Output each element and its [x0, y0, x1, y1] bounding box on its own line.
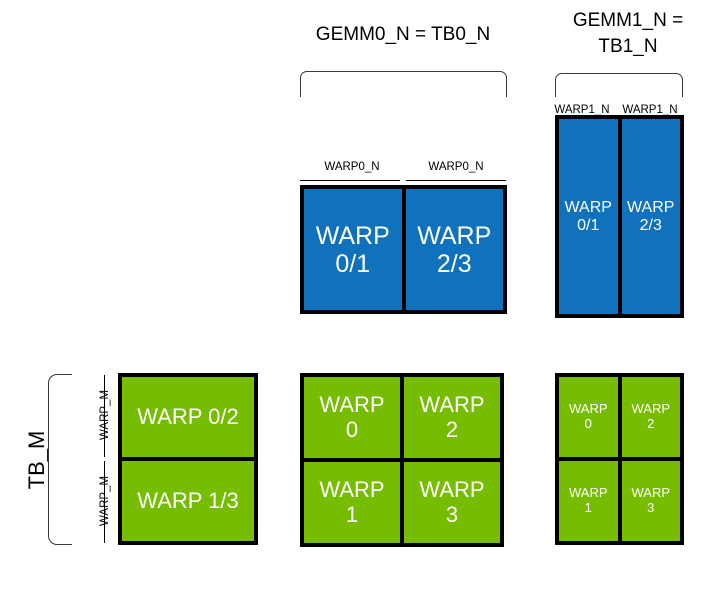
gemm1-column-label-0: WARP1_N [554, 104, 610, 116]
gemm0-accumulator-block[interactable]: WARP 0/1 WARP 2/3 [300, 185, 507, 314]
gemm1-heading: GEMM1_N = TB1_N [572, 10, 684, 57]
threadblock-m-operand-block[interactable]: WARP 0/2 WARP 1/3 [118, 373, 258, 545]
gemm1-warp-grid[interactable]: WARP 0 WARP 2 WARP 1 WARP 3 [555, 373, 684, 545]
warp-m-label-0: WARP_M [99, 389, 111, 441]
gemm1-accumulator-block[interactable]: WARP 0/1 WARP 2/3 [555, 115, 684, 318]
gemm1-warp-cell-0[interactable]: WARP 0 [559, 377, 618, 457]
tb-m-span-bracket [48, 374, 72, 545]
gemm0-column-tick-0 [300, 180, 400, 181]
threadblock-m-cell-0[interactable]: WARP 0/2 [122, 377, 254, 457]
gemm0-span-bracket [300, 71, 507, 97]
gemm0-warp-cell-3[interactable]: WARP 3 [404, 462, 500, 543]
gemm0-column-label-1: WARP0_N [428, 161, 484, 173]
gemm0-warp-cell-0[interactable]: WARP 0 [304, 377, 400, 458]
gemm1-warp-cell-1[interactable]: WARP 1 [559, 461, 618, 541]
tb-m-label: TB_M [24, 430, 49, 490]
gemm0-warp-cell-2[interactable]: WARP 2 [404, 377, 500, 458]
gemm1-warp-cell-3[interactable]: WARP 3 [621, 461, 680, 541]
gemm0-warp-cell-1[interactable]: WARP 1 [304, 462, 400, 543]
gemm1-column-label-1: WARP1_N [622, 104, 678, 116]
warp-m-tick-0 [104, 375, 105, 457]
gemm0-heading: GEMM0_N = TB0_N [315, 24, 491, 45]
gemm0-warp-grid[interactable]: WARP 0 WARP 2 WARP 1 WARP 3 [300, 373, 504, 547]
warp-m-tick-1 [104, 461, 105, 543]
gemm1-warp-cell-2[interactable]: WARP 2 [621, 377, 680, 457]
gemm1-span-bracket [555, 73, 683, 97]
gemm1-accumulator-cell-0[interactable]: WARP 0/1 [559, 119, 618, 314]
gemm1-accumulator-cell-1[interactable]: WARP 2/3 [621, 119, 680, 314]
gemm0-accumulator-cell-0[interactable]: WARP 0/1 [304, 189, 402, 310]
gemm0-column-tick-1 [406, 180, 506, 181]
threadblock-m-cell-1[interactable]: WARP 1/3 [122, 461, 254, 541]
warp-m-label-1: WARP_M [99, 475, 111, 527]
gemm0-column-label-0: WARP0_N [324, 161, 380, 173]
gemm0-accumulator-cell-1[interactable]: WARP 2/3 [405, 189, 503, 310]
